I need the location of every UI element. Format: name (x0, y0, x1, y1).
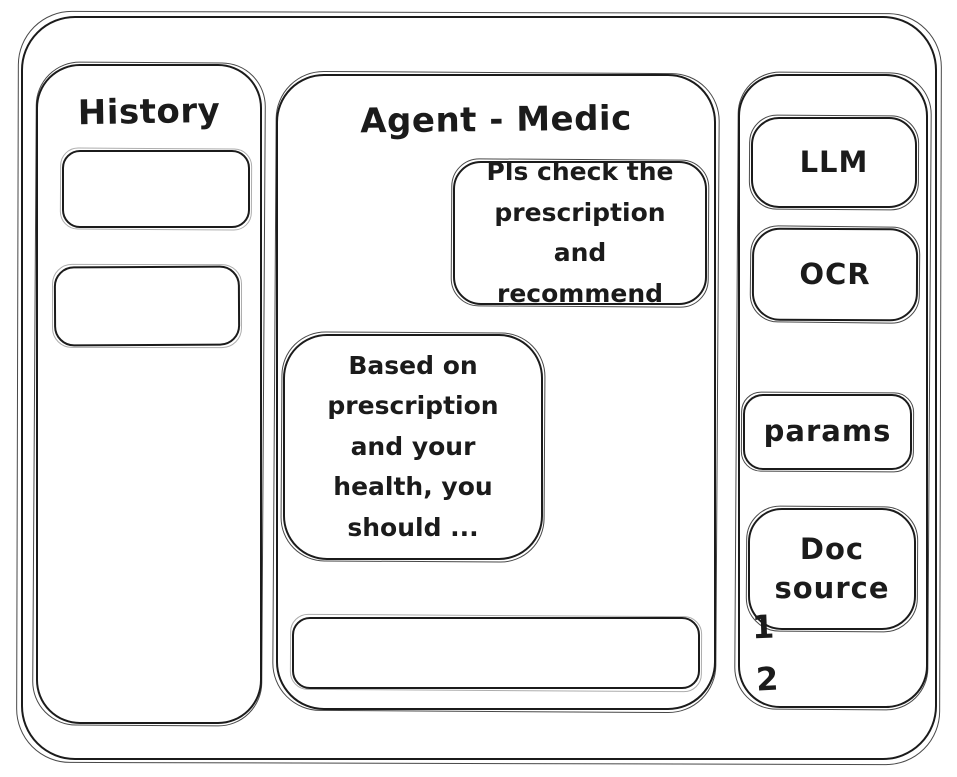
message-input[interactable] (294, 619, 698, 687)
ocr-button[interactable]: OCR (751, 227, 919, 322)
step-annotation-1: 1 (751, 607, 776, 647)
llm-button[interactable]: LLM (751, 117, 917, 208)
step-annotation-2: 2 (755, 659, 780, 699)
history-item[interactable] (62, 150, 250, 228)
doc-source-button[interactable]: Doc source (748, 508, 916, 630)
user-message-text: Pls check the prescription and recommend (486, 157, 674, 308)
ocr-button-label: OCR (799, 256, 871, 292)
history-panel-title: History (77, 90, 221, 134)
assistant-message-bubble: Based on prescription and your health, y… (283, 334, 543, 560)
user-message-bubble: Pls check the prescription and recommend (453, 157, 707, 308)
history-item[interactable] (53, 265, 241, 347)
llm-button-label: LLM (799, 144, 869, 179)
chat-title: Agent - Medic (360, 98, 632, 142)
params-button[interactable]: params (743, 394, 912, 470)
params-button-label: params (763, 414, 892, 449)
message-input-box (292, 617, 700, 689)
assistant-message-text: Based on prescription and your health, y… (327, 350, 499, 542)
doc-source-button-label: Doc source (774, 531, 890, 605)
